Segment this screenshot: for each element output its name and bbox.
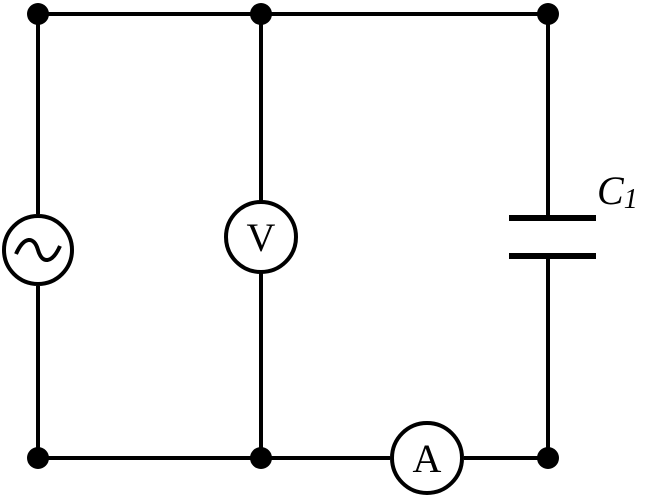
voltmeter: V bbox=[224, 200, 298, 274]
ammeter: A bbox=[390, 421, 464, 495]
ammeter-label: A bbox=[413, 436, 442, 481]
voltmeter-circle bbox=[224, 200, 298, 274]
junction-node bbox=[27, 447, 49, 469]
capacitor-subscript: 1 bbox=[624, 184, 638, 215]
capacitor-label: C1 bbox=[597, 168, 638, 215]
junction-node bbox=[537, 447, 559, 469]
junction-node bbox=[27, 3, 49, 25]
ac-source bbox=[2, 214, 74, 286]
junction-node bbox=[537, 3, 559, 25]
junction-node bbox=[250, 447, 272, 469]
voltmeter-label: V bbox=[247, 215, 276, 260]
capacitor: C1 bbox=[509, 168, 638, 259]
junction-node bbox=[250, 3, 272, 25]
capacitor-symbol: C bbox=[597, 168, 625, 213]
sine-wave-icon bbox=[14, 238, 62, 262]
ammeter-circle bbox=[390, 421, 464, 495]
